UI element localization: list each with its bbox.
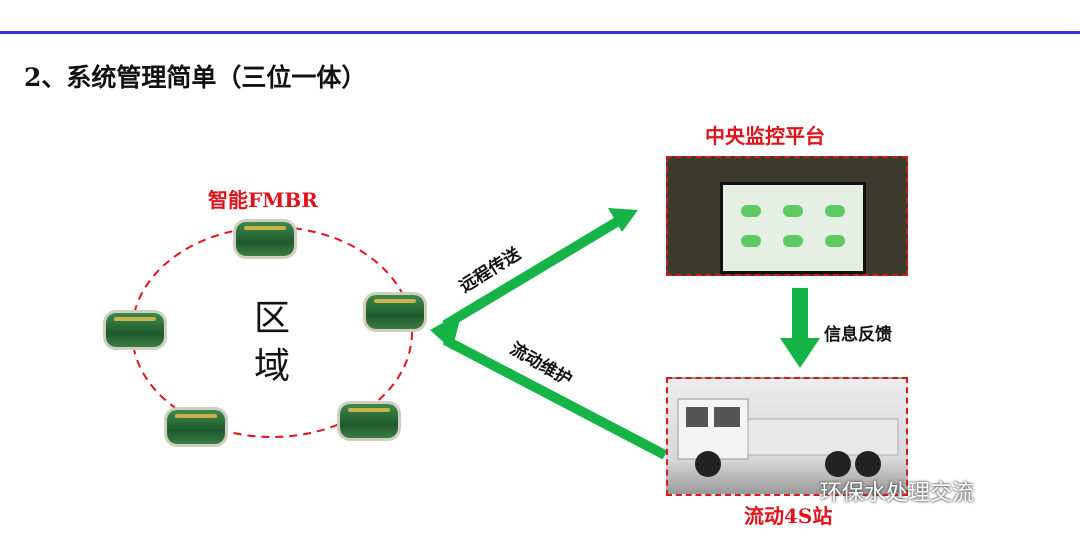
arrow-feedback-shaft — [792, 288, 808, 340]
arrowhead-left — [430, 312, 462, 350]
watermark: 环保水处理交流 — [820, 481, 975, 506]
platform-label: 中央监控平台 — [705, 124, 825, 148]
feedback-label: 信息反馈 — [824, 325, 892, 345]
fmbr-tank — [366, 295, 424, 329]
fmbr-tank — [340, 404, 398, 438]
arrow-maintenance — [442, 335, 668, 460]
fmbr-label: 智能FMBR — [208, 188, 318, 212]
header-rule — [0, 31, 1080, 34]
fmbr-tank — [236, 222, 294, 256]
monitoring-platform-image — [666, 156, 908, 276]
fmbr-tank — [106, 313, 164, 347]
region-char: 域 — [253, 346, 290, 387]
slide-title: 2、系统管理简单（三位一体） — [24, 63, 367, 92]
fmbr-tank — [167, 410, 225, 444]
arrowhead-feedback — [780, 338, 820, 368]
service-truck-image — [666, 377, 908, 496]
station-label: 流动4S站 — [744, 504, 833, 528]
monitor-screen — [720, 182, 866, 274]
truck-icon — [677, 398, 899, 477]
region-char: 区 — [253, 298, 290, 339]
arrowhead-remote — [608, 208, 638, 232]
arrow-remote — [442, 215, 623, 330]
